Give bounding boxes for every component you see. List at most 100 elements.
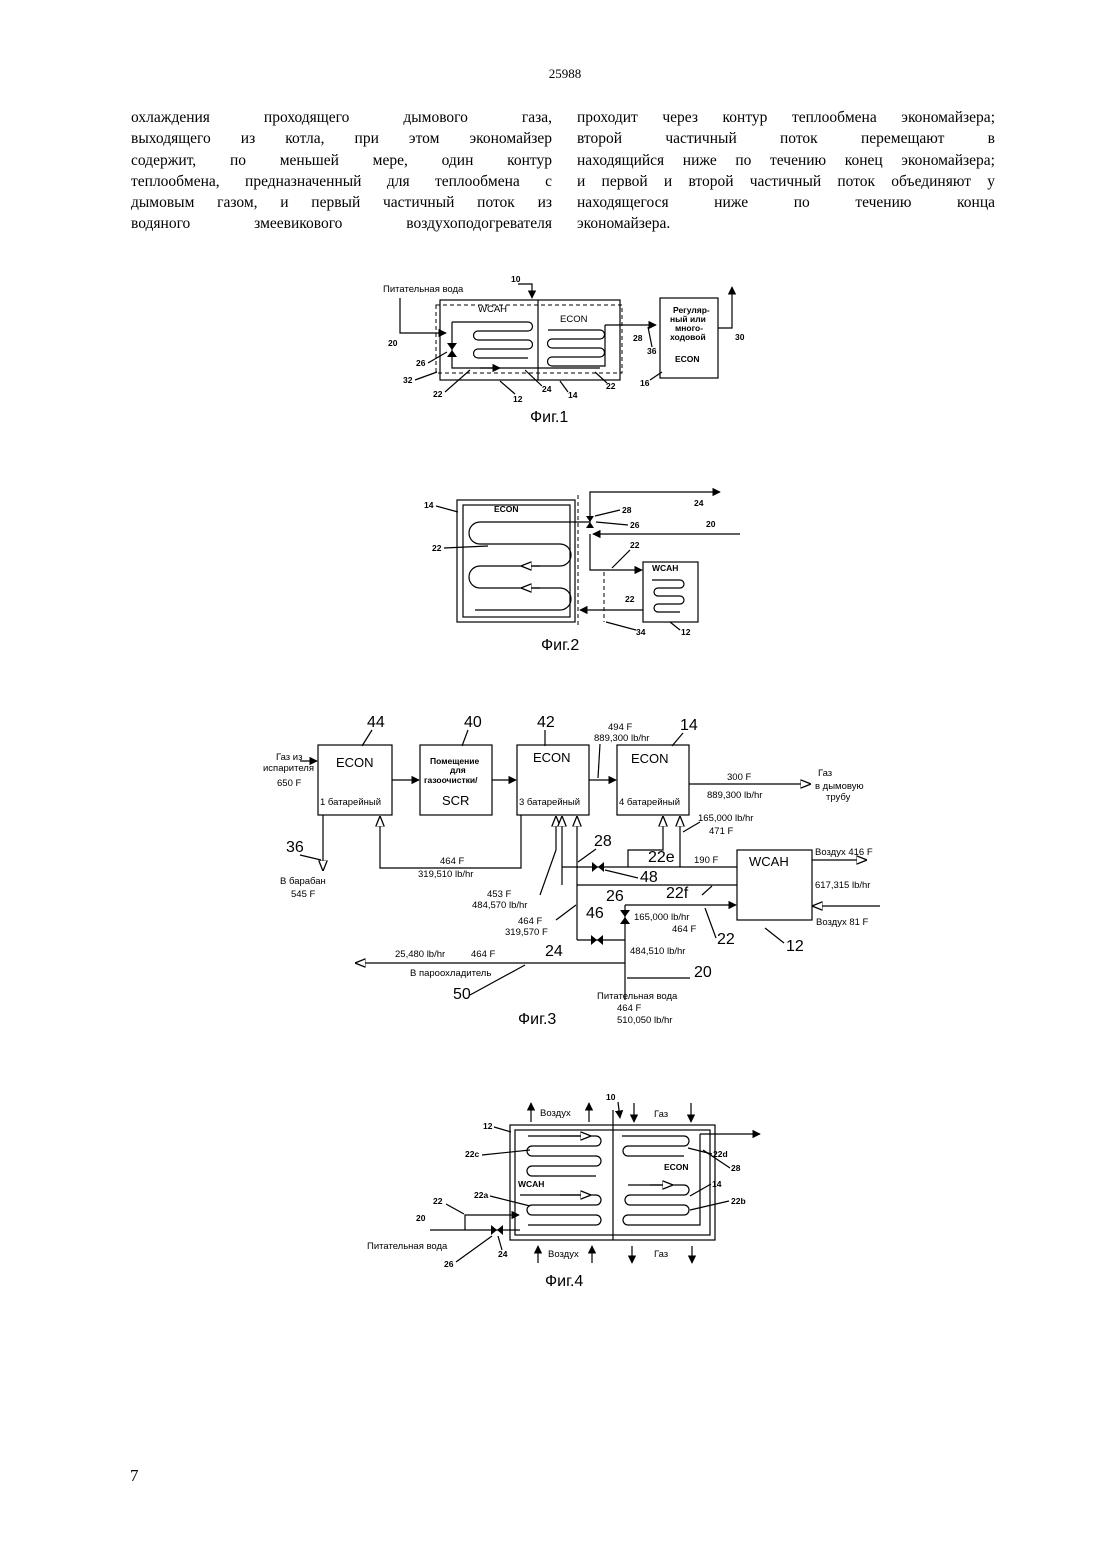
fig1-leader-22b xyxy=(595,372,607,383)
fig4-air-top: Воздух xyxy=(540,1108,571,1119)
fig1-box16-line: ходовой xyxy=(670,332,706,342)
fig4-air-bottom: Воздух xyxy=(548,1249,579,1260)
fig1-label-10: 10 xyxy=(511,274,521,284)
fig3-feed-flow: 510,050 lb/hr xyxy=(617,1015,672,1026)
fig3-leader-40 xyxy=(462,730,468,746)
fig1-feedwater-line xyxy=(400,298,446,333)
fig3-leader-464 xyxy=(556,905,576,920)
fig3-leader-22f xyxy=(702,886,712,895)
fig3-label-22f: 22f xyxy=(666,885,689,902)
fig3-leader-12 xyxy=(765,928,784,943)
fig2-leader-26 xyxy=(596,522,628,525)
fig3-label-14: 14 xyxy=(680,717,698,734)
fig3-label-22: 22 xyxy=(717,931,735,948)
fig2-econ-outer xyxy=(457,500,575,622)
fig2-valve-icon xyxy=(586,522,594,528)
fig3-valve-46-icon xyxy=(591,935,597,945)
fig4-leader-26 xyxy=(456,1236,492,1262)
fig3-label-26: 26 xyxy=(606,888,624,905)
fig3-feed-label: Питательная вода xyxy=(597,991,678,1002)
fig2-label-22b: 22 xyxy=(630,540,640,550)
fig3-box2-line: газоочистки/ xyxy=(424,775,478,785)
fig4-label-14: 14 xyxy=(712,1179,722,1189)
fig4-valve-icon xyxy=(497,1225,503,1235)
fig2-label-22c: 22 xyxy=(625,594,635,604)
fig1-box16-econ: ECON xyxy=(675,354,700,364)
fig3-box2-scr: SCR xyxy=(442,793,469,808)
fig3-leader-44 xyxy=(362,730,372,746)
fig4-feedwater-label: Питательная вода xyxy=(367,1241,448,1252)
fig1-leader-36 xyxy=(648,327,652,347)
fig2-econ-coil xyxy=(469,522,572,610)
fig3-leader-48 xyxy=(605,870,638,878)
fig3-gas-in-line: испарителя xyxy=(263,763,314,774)
fig3-leader-r1 xyxy=(683,822,700,832)
fig3-air-in: Воздух 81 F xyxy=(816,917,869,928)
fig2-econ-label: ECON xyxy=(494,504,519,514)
fig3-stack-line: трубу xyxy=(826,792,851,803)
fig1-label-14: 14 xyxy=(568,390,578,400)
fig4-econ-label: ECON xyxy=(664,1162,689,1172)
fig4-label-12: 12 xyxy=(483,1121,493,1131)
figure-2: ECON 14 22 24 28 26 20 22 WCAH 22 34 12 … xyxy=(424,492,740,654)
fig1-econ-coil xyxy=(548,325,606,366)
fig1-label-32: 32 xyxy=(403,375,413,385)
fig4-label-10: 10 xyxy=(606,1092,616,1102)
fig3-r1-flow: 165,000 lb/hr xyxy=(698,813,753,824)
figure-1: Питательная вода 10 WCAH ECON 20 26 32 2… xyxy=(383,274,745,426)
fig3-box3-sub: 3 батарейный xyxy=(519,797,580,808)
fig3-box3-title: ECON xyxy=(533,750,571,765)
fig2-leader-14 xyxy=(436,506,458,512)
fig3-air-out: Воздух 416 F xyxy=(815,847,873,858)
fig3-label-46: 46 xyxy=(586,905,604,922)
fig4-leader-22 xyxy=(446,1204,464,1214)
fig4-caption: Фиг.4 xyxy=(545,1273,583,1290)
fig3-drum-temp: 545 F xyxy=(291,889,315,900)
fig3-out-temp: 300 F xyxy=(727,772,751,783)
fig3-valve-48-icon xyxy=(592,862,598,872)
fig4-label-24: 24 xyxy=(498,1249,508,1259)
fig1-leader-10 xyxy=(518,284,532,298)
fig3-label-48: 48 xyxy=(640,869,658,886)
fig4-wcah-label: WCAH xyxy=(518,1179,544,1189)
fig2-label-28: 28 xyxy=(622,505,632,515)
fig1-caption: Фиг.1 xyxy=(530,409,568,426)
fig3-desuper-temp: 464 F xyxy=(471,949,495,960)
fig4-wcah-coil-bottom xyxy=(520,1195,601,1225)
fig3-label-50: 50 xyxy=(453,986,471,1003)
fig2-leader-34 xyxy=(606,622,636,630)
fig1-label-28: 28 xyxy=(633,333,643,343)
fig3-air-flow: 617,315 lb/hr xyxy=(815,880,870,891)
fig3-top-flow: 889,300 lb/hr xyxy=(594,733,649,744)
fig3-gas-in-temp: 650 F xyxy=(277,778,301,789)
fig4-label-26: 26 xyxy=(444,1259,454,1269)
fig4-leader-24 xyxy=(498,1236,502,1250)
fig3-valve-26-icon xyxy=(620,917,630,924)
fig1-leader-32 xyxy=(415,372,437,380)
fig1-valve-icon xyxy=(447,343,457,350)
fig4-label-28: 28 xyxy=(731,1163,741,1173)
fig3-leader-28 xyxy=(578,849,596,862)
fig3-return-flow: 319,510 lb/hr xyxy=(418,869,473,880)
fig2-label-26: 26 xyxy=(630,520,640,530)
fig3-leader-top xyxy=(598,744,600,778)
fig3-f484-flow: 484,510 lb/hr xyxy=(630,946,685,957)
fig3-box1-sub: 1 батарейный xyxy=(320,797,381,808)
fig4-wcah-coil-top xyxy=(527,1136,601,1176)
fig3-label-28: 28 xyxy=(594,833,612,850)
fig4-gas-top: Газ xyxy=(654,1109,668,1120)
fig3-wcah-label: WCAH xyxy=(749,854,789,869)
fig1-econ-label: ECON xyxy=(560,314,588,325)
fig3-leader-36 xyxy=(300,855,321,860)
fig2-label-34: 34 xyxy=(636,627,646,637)
fig1-label-36: 36 xyxy=(647,346,657,356)
fig3-caption: Фиг.3 xyxy=(518,1011,556,1028)
fig3-label-22e: 22e xyxy=(648,849,675,866)
fig3-stack-line: Газ xyxy=(818,768,832,779)
fig2-wcah-coil xyxy=(652,580,684,612)
fig2-label-24: 24 xyxy=(694,498,704,508)
fig3-leader-453 xyxy=(540,850,556,895)
fig3-box4-sub: 4 батарейный xyxy=(619,797,680,808)
fig1-wcah-coil xyxy=(452,322,533,358)
